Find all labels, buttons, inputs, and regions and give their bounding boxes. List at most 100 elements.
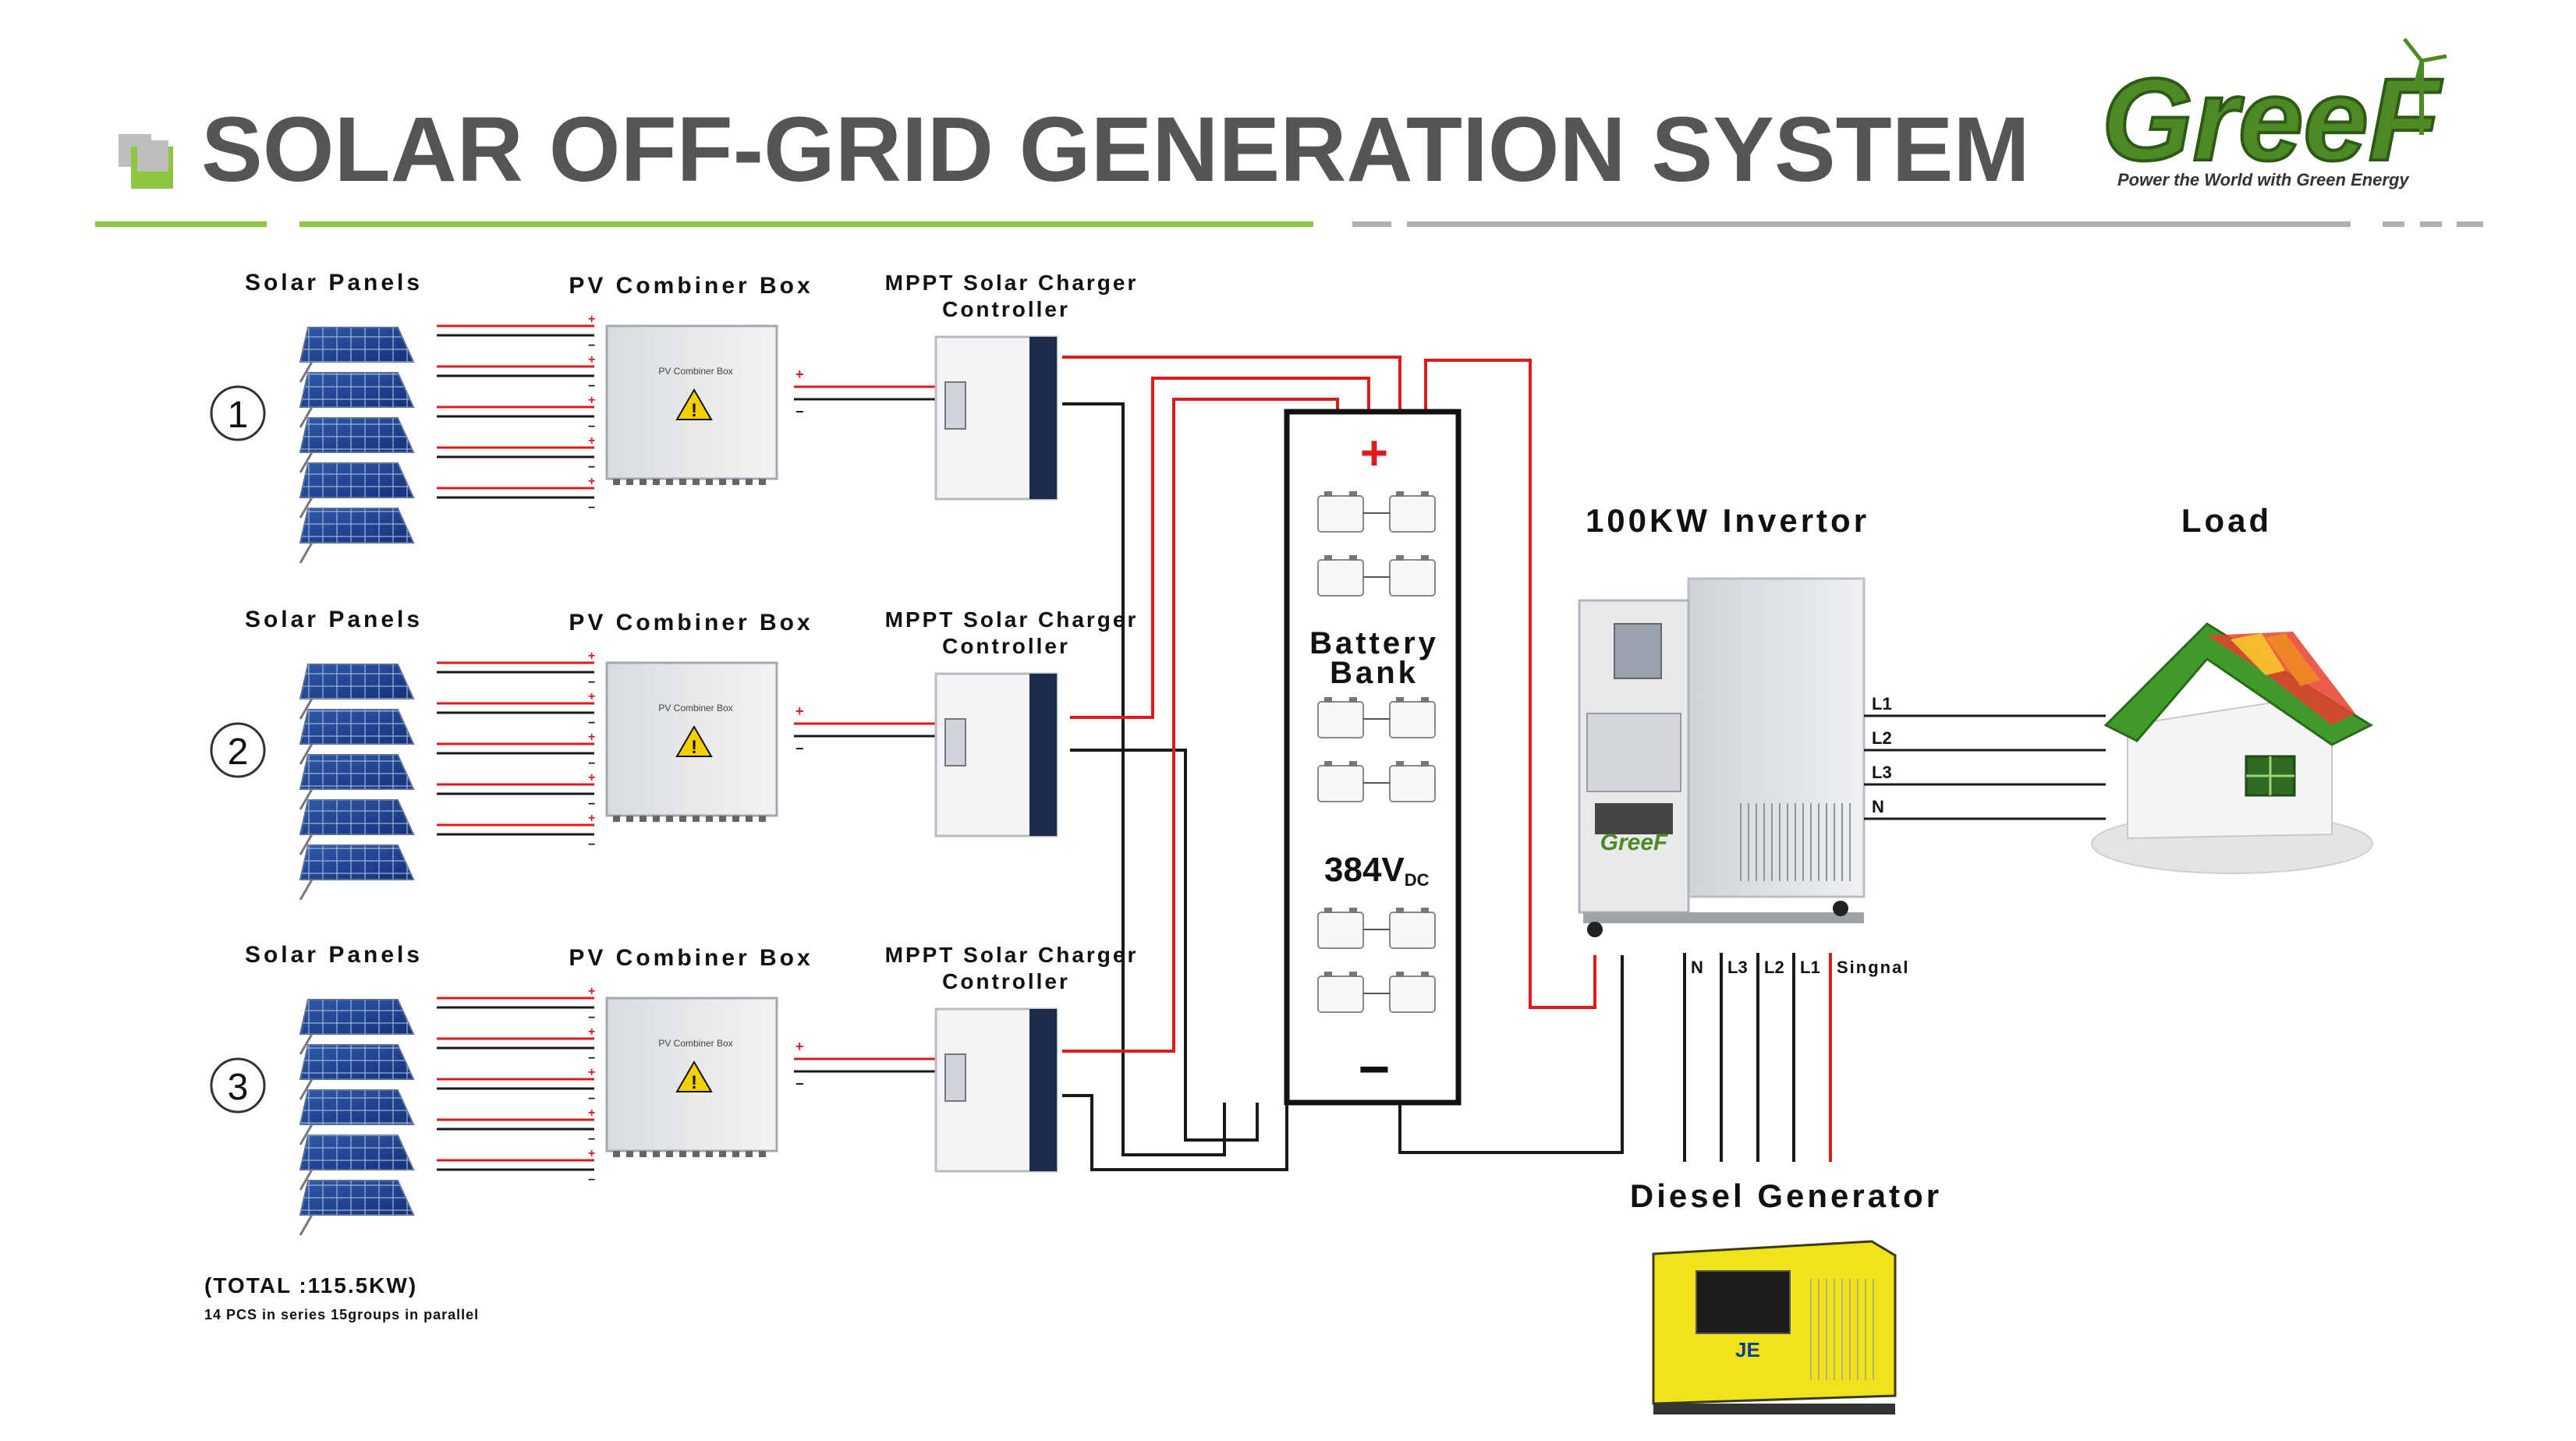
group-number-badge bbox=[210, 1057, 266, 1114]
battery-plus: + bbox=[1360, 427, 1388, 480]
svg-text:+: + bbox=[588, 394, 595, 407]
svg-text:+: + bbox=[795, 703, 804, 719]
svg-text:−: − bbox=[795, 741, 804, 756]
svg-text:+: + bbox=[795, 1039, 804, 1054]
pv-group-1: Solar Panels PV Combiner Box MPPT Solar Ch… bbox=[210, 270, 1139, 564]
svg-text:!: ! bbox=[691, 1072, 697, 1093]
svg-text:−: − bbox=[588, 1011, 595, 1025]
pv-groups: Solar Panels PV Combiner Box MPPT Solar Ch… bbox=[210, 270, 1139, 1236]
combiner-plate: PV Combiner Box bbox=[658, 703, 732, 713]
group-number-badge bbox=[210, 722, 266, 778]
svg-text:−: − bbox=[588, 676, 595, 689]
combiner-plate: PV Combiner Box bbox=[658, 366, 732, 377]
mppt-front-panel bbox=[1029, 337, 1057, 499]
battery-cell bbox=[1389, 765, 1436, 802]
svg-text:−: − bbox=[588, 1133, 595, 1146]
mppt-label-line-2: Controller bbox=[942, 634, 1070, 658]
battery-cell bbox=[1317, 559, 1364, 597]
page-title: SOLAR OFF-GRID GENERATION SYSTEM bbox=[201, 98, 2030, 201]
wind-turbine-icon bbox=[2403, 37, 2447, 135]
svg-text:−: − bbox=[588, 461, 595, 474]
svg-text:−: − bbox=[795, 404, 804, 420]
battery-cell bbox=[1389, 912, 1436, 949]
battery-voltage-unit: DC bbox=[1405, 870, 1430, 890]
group-number: 1 bbox=[228, 395, 249, 436]
warning-icon bbox=[675, 725, 713, 757]
battery-cell bbox=[1389, 701, 1436, 738]
solar-panels-label: Solar Panels bbox=[245, 607, 423, 632]
solar-panels-label: Solar Panels bbox=[245, 942, 423, 968]
svg-text:−: − bbox=[588, 1092, 595, 1106]
svg-text:+: + bbox=[588, 313, 595, 326]
svg-text:+: + bbox=[588, 650, 595, 663]
combiner-box-label: PV Combiner Box bbox=[569, 945, 813, 971]
generator-line-label: L3 bbox=[1727, 958, 1748, 977]
svg-text:−: − bbox=[588, 1174, 595, 1187]
load-line-label: L2 bbox=[1872, 728, 1892, 748]
inverter-brand: GreeF bbox=[1600, 830, 1668, 855]
battery-minus: − bbox=[1359, 1039, 1391, 1099]
mppt-display bbox=[944, 381, 966, 430]
house-roof bbox=[2103, 622, 2374, 746]
svg-text:+: + bbox=[588, 1066, 595, 1079]
array-configuration: 14 PCS in series 15groups in parallel bbox=[204, 1307, 479, 1322]
battery-label-2: Bank bbox=[1330, 656, 1419, 690]
inverter-display bbox=[1614, 623, 1662, 679]
svg-text:+: + bbox=[588, 731, 595, 744]
battery-cell bbox=[1317, 701, 1364, 738]
svg-text:+: + bbox=[588, 690, 595, 703]
battery-label-1: Battery bbox=[1309, 626, 1439, 660]
battery-cell bbox=[1389, 975, 1436, 1013]
logo-wordmark: GreeF bbox=[2102, 54, 2443, 185]
combiner-box-label: PV Combiner Box bbox=[569, 610, 813, 636]
combiner-box-label: PV Combiner Box bbox=[569, 273, 813, 299]
svg-text:+: + bbox=[795, 366, 804, 382]
svg-text:−: − bbox=[588, 717, 595, 730]
group-number-badge bbox=[210, 385, 266, 441]
warning-icon bbox=[675, 388, 713, 420]
warning-icon bbox=[675, 1060, 713, 1092]
dc-wiring bbox=[1062, 356, 1624, 1171]
inverter-wheel bbox=[1587, 922, 1603, 937]
svg-text:−: − bbox=[795, 1076, 804, 1092]
house-wall bbox=[2127, 700, 2333, 840]
mppt-label-line-2: Controller bbox=[942, 297, 1070, 321]
inverter-vents bbox=[1739, 803, 1852, 881]
svg-text:−: − bbox=[588, 339, 595, 352]
mppt-display bbox=[944, 718, 966, 767]
svg-text:−: − bbox=[588, 1052, 595, 1065]
svg-text:!: ! bbox=[691, 737, 697, 758]
load-line-label: L1 bbox=[1872, 694, 1892, 713]
group-number: 2 bbox=[228, 731, 249, 773]
inverter: 100KW Invertor GreeF bbox=[1578, 502, 1866, 937]
svg-text:+: + bbox=[588, 771, 595, 784]
mppt-front-panel bbox=[1029, 674, 1057, 836]
generator-label: Diesel Generator bbox=[1630, 1177, 1942, 1214]
logo-tagline: Power the World with Green Energy bbox=[2117, 170, 2410, 189]
battery-bank: + Battery Bank 384VDC − bbox=[1284, 409, 1462, 1106]
generator-line-label: N bbox=[1691, 958, 1703, 977]
battery-voltage-value: 384V bbox=[1324, 851, 1405, 889]
solar-panels-label: Solar Panels bbox=[245, 270, 423, 296]
svg-text:−: − bbox=[588, 420, 595, 434]
capacity-note: (TOTAL :115.5KW) 14 PCS in series 15grou… bbox=[204, 1273, 479, 1322]
generator-panel bbox=[1695, 1270, 1791, 1334]
svg-text:+: + bbox=[588, 1106, 595, 1120]
svg-text:−: − bbox=[588, 380, 595, 393]
svg-text:−: − bbox=[588, 838, 595, 852]
load-line-label: N bbox=[1872, 797, 1884, 816]
mppt-front-panel bbox=[1029, 1009, 1057, 1171]
battery-cell bbox=[1317, 912, 1364, 949]
mppt-label-line-1: MPPT Solar Charger bbox=[885, 271, 1139, 295]
battery-cell bbox=[1317, 495, 1364, 533]
battery-cell bbox=[1317, 975, 1364, 1013]
svg-text:+: + bbox=[588, 1147, 595, 1160]
generator-brand: JE bbox=[1735, 1338, 1760, 1361]
mppt-label-line-2: Controller bbox=[942, 969, 1070, 993]
header: SOLAR OFF-GRID GENERATION SYSTEM bbox=[95, 98, 2483, 227]
battery-cell bbox=[1389, 559, 1436, 597]
